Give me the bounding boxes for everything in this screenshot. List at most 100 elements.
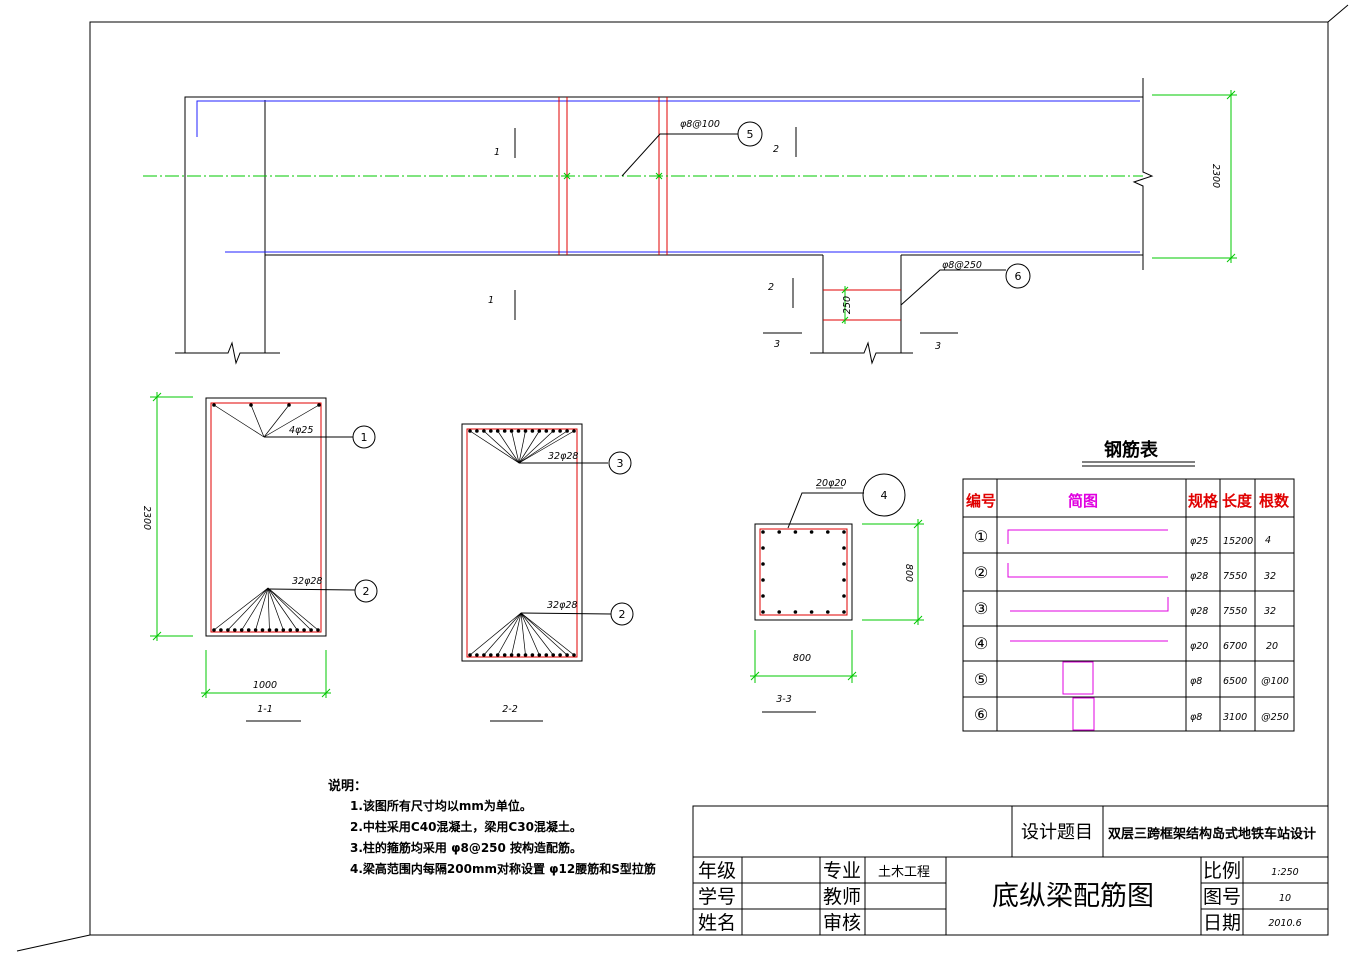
callout-number: 4 [881,489,888,502]
rebar-dot [516,653,521,657]
rebar-dot [558,653,562,657]
section-outline [205,397,327,637]
notes-heading: 说明： [328,778,367,794]
rebar-dot [253,628,258,632]
rebar-dot [761,562,765,566]
rebar-dot [551,429,555,433]
section-title: 3-3 [776,694,792,705]
table-header-count: 根数 [1259,492,1290,510]
rebar-dot [309,628,313,632]
rebar-number: ④ [974,634,988,653]
rebar-dot [226,628,230,632]
rebar-count: @250 [1261,712,1289,723]
section-stirrup [210,402,322,633]
section-mark: 3 [935,341,941,352]
section-1-1: 4φ25 1 32φ28 2 2300 1000 1-1 [141,392,378,722]
rebar-fan-line [497,430,520,464]
rebar-fan-line [520,612,526,656]
dimension-text: 2300 [1210,164,1221,188]
rebar-sketch [1007,563,1168,578]
rebar-dot [281,628,286,632]
rebar-length: 6700 [1223,641,1247,652]
rebar-dot [761,594,765,598]
scale-value: 1:250 [1271,867,1298,878]
rebar-leader [267,588,356,591]
callout-circle [862,473,906,517]
rebar-dot [537,429,542,433]
rebar-fan-line [520,612,540,656]
left-column-break-line [175,341,280,365]
rebar-dot [495,653,500,657]
rebar-fan-line [263,404,320,438]
callout-circle [354,579,378,603]
rebar-dot [761,530,765,534]
dimension-text: 800 [903,564,914,582]
rebar-dot [842,546,846,550]
dimension-text: 2300 [141,506,152,530]
rebar-dot [274,628,279,632]
rebar-fan-line [497,612,522,656]
section-stirrup [759,528,848,616]
section-stirrup [466,428,578,658]
rebar-dot [246,628,251,632]
rebar-dot [523,429,528,433]
rebar-dot [502,653,507,657]
rebar-fan-line [483,430,520,464]
rebar-dot [551,653,555,657]
rebar-dot [316,628,320,632]
rebar-dot [558,429,562,433]
rebar-dot [233,628,237,632]
rebar-dot [475,429,479,433]
rebar-fan-line [469,430,520,464]
rebar-dot [544,429,549,433]
rebar-dot [489,653,493,657]
rebar-fan-line [483,612,522,656]
stirrup-spacing-dimension: 250 [841,286,853,324]
rebar-dot [761,610,765,614]
table-row: ⑥ φ8 3100 @250 [974,697,1289,731]
dimension-text: 250 [842,296,853,314]
top-longitudinal-rebar [196,100,1140,137]
rebar-dot [809,530,814,534]
rebar-dot [509,653,514,657]
stirrup-a-label: φ8@100 [680,119,720,130]
stirrup-spacing-tick [655,172,663,180]
section-mark: 2 [773,144,779,155]
rebar-spec: φ28 [1190,606,1208,617]
rebar-dot [565,653,569,657]
title-block-border [692,805,1329,936]
rebar-dot [523,653,528,657]
callout-number: 6 [1015,270,1022,283]
beam-elevation: φ8@100 5 1 1 2 2 3 3 250 φ8@250 6 [143,78,1237,365]
rebar-sketch [1007,529,1168,544]
rebar-fan-line [267,587,298,631]
rebar-dot [482,429,486,433]
table-header-length: 长度 [1222,492,1253,510]
middle-column-break-line [810,341,913,365]
rebar-fan-line [241,587,269,631]
rebar-dot [475,653,479,657]
section-mark: 3 [774,339,780,350]
dimension-tick [841,316,849,324]
callout-number: 3 [617,457,624,470]
rebar-length: 6500 [1223,676,1247,687]
dimension-tick [321,688,331,698]
rebar-dot [239,628,244,632]
callout-circle [610,602,634,626]
rebar-dot [260,628,265,632]
rebar-dot [572,429,576,433]
beam-break-line [1132,78,1154,270]
rebar-dot [317,403,321,407]
rebar-fan-line [518,430,526,464]
table-row: ④ φ20 6700 20 [974,634,1278,653]
rebar-fan-line [518,430,554,464]
rebar-dot [295,628,300,632]
major-value: 土木工程 [878,865,930,880]
rebar-number: ⑤ [974,670,988,689]
rebar-length: 7550 [1223,606,1247,617]
rebar-spec: φ28 [1190,571,1208,582]
design-topic: 双层三跨框架结构岛式地铁车站设计 [1108,826,1316,842]
rebar-sketch [1062,661,1094,695]
rebar-fan-line [267,587,284,631]
rebar-number: ② [974,563,988,582]
